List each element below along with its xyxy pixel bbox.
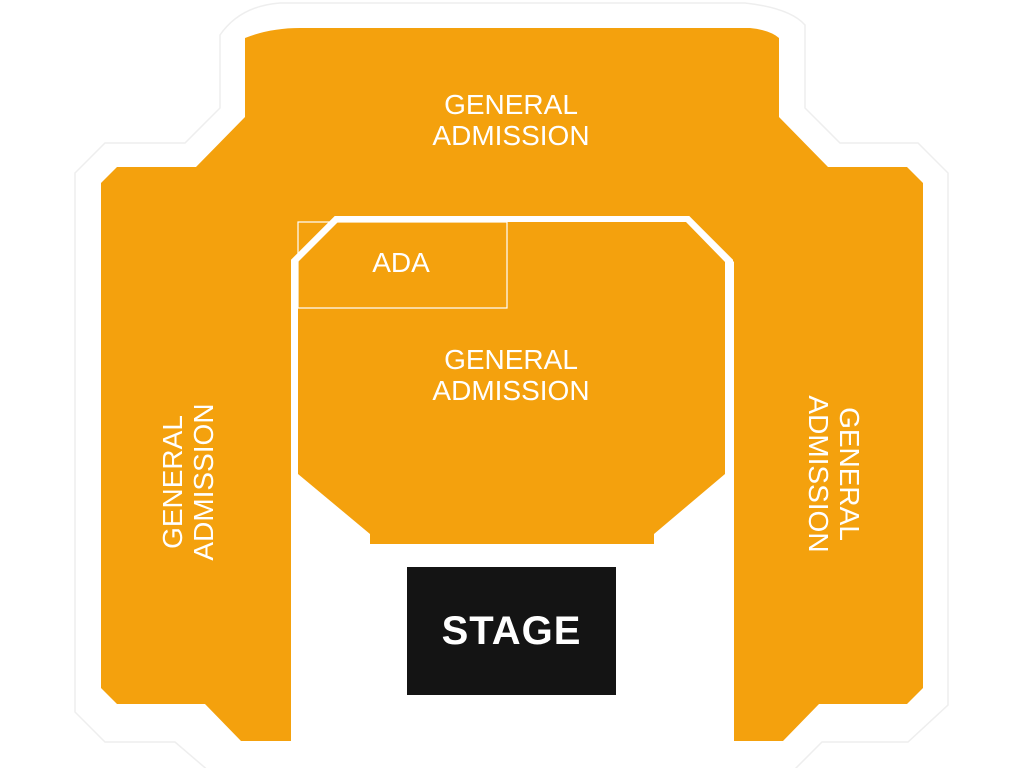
- section-top-general-admission[interactable]: [101, 28, 923, 741]
- stage: STAGE: [407, 567, 616, 695]
- section-ada[interactable]: [297, 221, 508, 309]
- stage-label: STAGE: [441, 608, 582, 653]
- section-floor-general-admission[interactable]: [298, 222, 725, 544]
- floor-outline: [291, 216, 733, 741]
